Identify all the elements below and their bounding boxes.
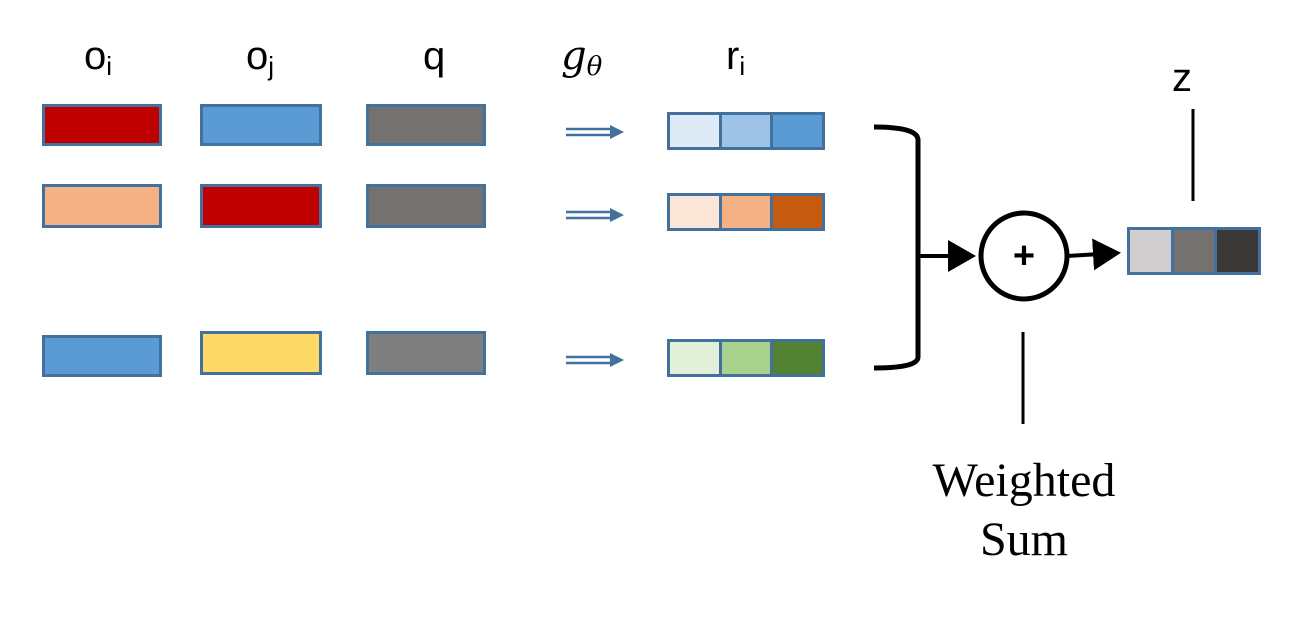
row2-oj-vector xyxy=(200,184,322,228)
header-oi-base: o xyxy=(84,34,107,78)
row2-ri-cell xyxy=(670,196,722,228)
row1-q-vector xyxy=(366,104,486,146)
row1-ri-cell xyxy=(773,115,823,147)
caption-line1: Weighted xyxy=(932,454,1116,507)
header-g-theta: gθ xyxy=(561,36,602,80)
row3-q-vector xyxy=(366,331,486,375)
row1-oi-vector xyxy=(42,104,162,146)
header-oi: oi xyxy=(84,36,112,79)
row3-ri-vector xyxy=(667,339,825,377)
row1-ri-cell xyxy=(670,115,722,147)
sum-circle xyxy=(978,210,1070,302)
row3-oj-vector xyxy=(200,331,322,375)
output-z-vector xyxy=(1127,227,1261,275)
z-cell xyxy=(1217,230,1259,272)
output-label-z: z xyxy=(1172,56,1192,100)
row2-q-vector xyxy=(366,184,486,228)
header-oj: oj xyxy=(246,36,274,79)
header-g-theta-sub: θ xyxy=(586,52,603,82)
g-theta-arrow-row3 xyxy=(566,353,624,367)
row2-ri-cell xyxy=(773,196,823,228)
header-oi-sub: i xyxy=(106,51,113,81)
header-g-theta-base: g xyxy=(561,33,587,79)
header-oj-base: o xyxy=(246,34,269,78)
row1-oj-vector xyxy=(200,104,322,146)
row2-ri-cell xyxy=(721,196,774,228)
header-ri-base: r xyxy=(726,34,740,78)
header-q: q xyxy=(423,34,446,78)
row2-ri-vector xyxy=(667,193,825,231)
header-ri: ri xyxy=(726,36,745,79)
g-theta-arrow-row1 xyxy=(566,125,624,139)
header-oj-sub: j xyxy=(268,51,275,81)
weighted-sum-caption: Weighted Sum xyxy=(896,452,1152,569)
caption-line2: Sum xyxy=(979,512,1069,566)
g-theta-arrow-row2 xyxy=(566,208,624,222)
row3-oi-vector xyxy=(42,335,162,377)
row1-ri-cell xyxy=(721,115,774,147)
row2-oi-vector xyxy=(42,184,162,228)
z-cell xyxy=(1173,230,1218,272)
z-cell xyxy=(1130,230,1174,272)
row3-ri-cell xyxy=(670,342,722,374)
row1-ri-vector xyxy=(667,112,825,150)
row3-ri-cell xyxy=(773,342,823,374)
header-ri-sub: i xyxy=(739,51,746,81)
sum-plus-icon: + xyxy=(1012,235,1036,277)
row3-ri-cell xyxy=(721,342,774,374)
sum-to-z-arrow xyxy=(1066,238,1121,271)
sum-bracket xyxy=(873,124,921,371)
